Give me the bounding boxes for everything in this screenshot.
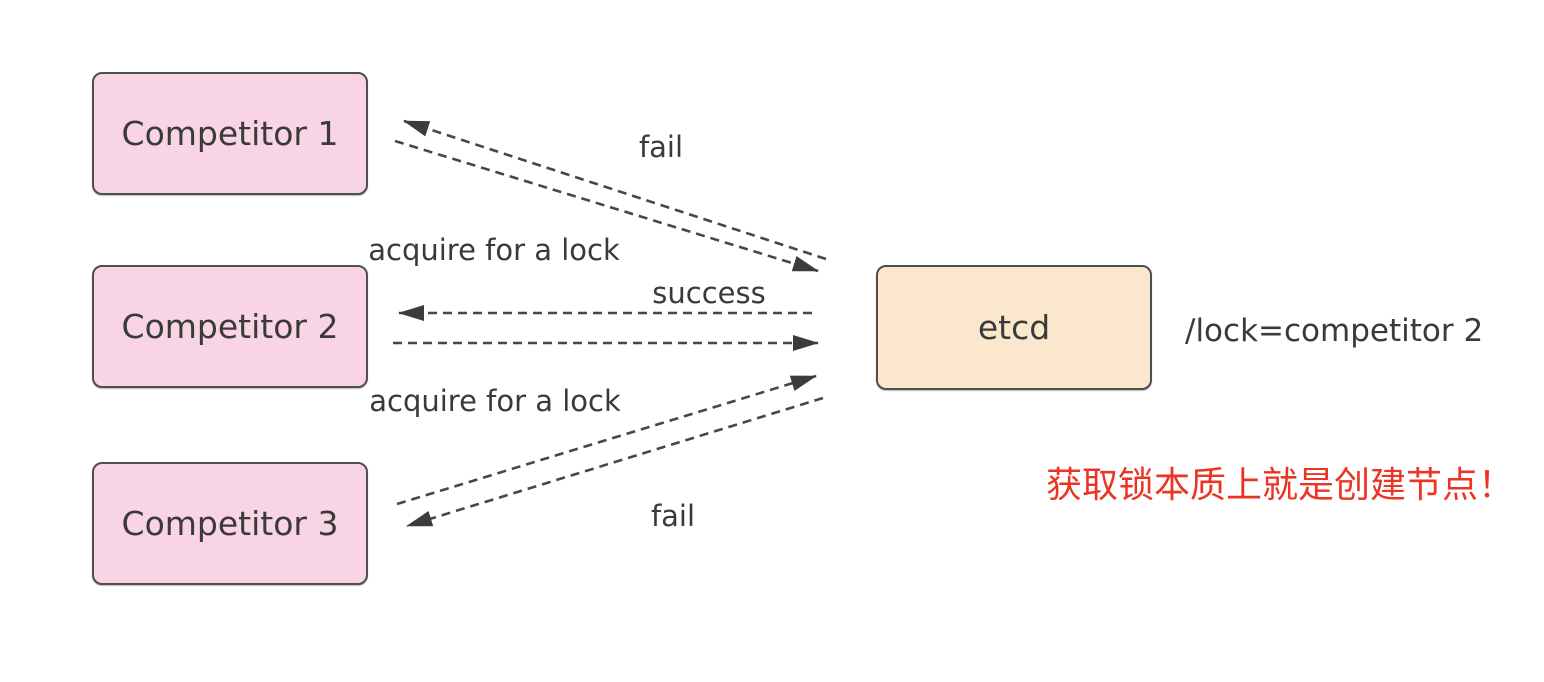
edge-label-success: success	[652, 276, 766, 310]
node-competitor-2-label: Competitor 2	[121, 307, 339, 346]
node-competitor-2: Competitor 2	[92, 265, 368, 388]
edge-label-fail-bottom: fail	[650, 499, 696, 533]
edge-label-fail-top: fail	[638, 130, 684, 164]
lock-key-value-text: /lock=competitor 2	[1185, 313, 1484, 349]
node-competitor-3: Competitor 3	[92, 462, 368, 585]
node-competitor-1-label: Competitor 1	[121, 114, 339, 153]
node-etcd: etcd	[876, 265, 1152, 390]
node-etcd-label: etcd	[977, 308, 1051, 347]
edge-label-acquire-top: acquire for a lock	[368, 233, 620, 267]
node-competitor-1: Competitor 1	[92, 72, 368, 195]
node-competitor-3-label: Competitor 3	[121, 504, 339, 543]
edge-label-acquire-bottom: acquire for a lock	[369, 384, 621, 418]
red-note-text: 获取锁本质上就是创建节点！	[1046, 465, 1515, 506]
